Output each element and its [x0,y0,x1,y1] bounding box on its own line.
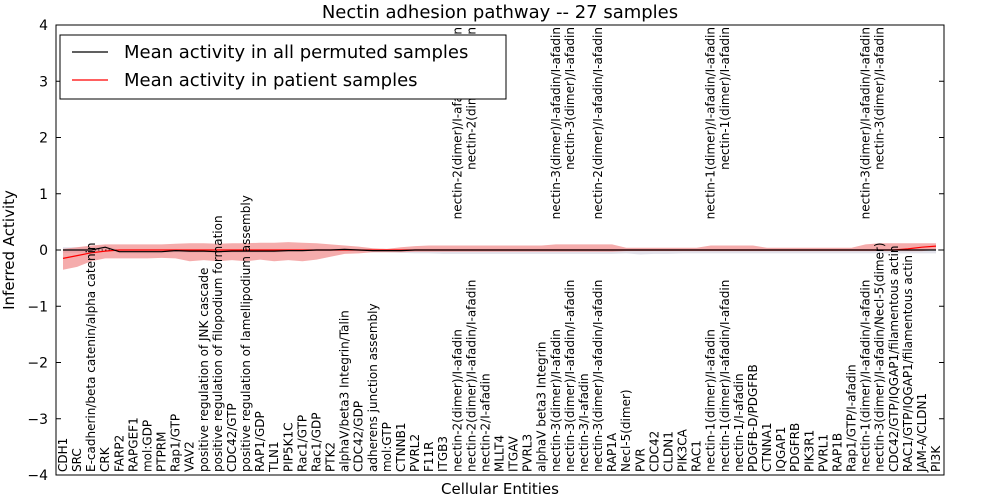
series-line-permuted [63,246,936,253]
x-tick-label: nectin-1(dimer)/I-afadin/I-afadin [859,280,873,472]
x-tick-label: positive regulation of lamellipodium ass… [239,195,253,472]
legend: Mean activity in all permuted samples Me… [59,34,507,100]
x-tick-label: nectin-3(dimer)/I-afadin/I-afadin [563,280,577,472]
x-tick-label: PVRL1 [816,434,830,472]
legend-box [59,34,507,100]
x-tick-label: CDH1 [56,438,70,472]
x-tick-label: RAP1/GDP [253,411,267,472]
y-axis: −4 −3 −2 −1 0 1 2 3 4 [27,18,944,484]
x-tick-label: CDC42 [647,431,661,472]
x-tick-label: Necl-5(dimer) [619,389,633,472]
x-tick-label: CLDN1 [661,431,675,472]
x-tick-label: IQGAP1 [774,427,788,472]
x-tick-label: MLLT4 [493,435,507,472]
x-tick-label: RAPGEF1 [126,417,140,472]
top-annotation-label: nectin-3(dimer)/I-afadin/I-afadin [859,27,873,219]
top-annotation-label: nectin-1(dimer)/I-afadin [718,27,732,170]
x-tick-label: Rac1/GDP [309,413,323,472]
x-tick-label: RAC1 [690,440,704,472]
legend-label-patient: Mean activity in patient samples [124,70,418,91]
x-tick-label: mol:GTP [380,422,394,472]
x-tick-label: CRK [98,446,112,472]
y-tick-label: −3 [27,412,48,428]
x-tick-label: RAP1B [830,433,844,472]
x-tick-label: Rap1/GTP/I-afadin [845,364,859,472]
x-tick-label: positive regulation of JNK cascade [197,268,211,472]
top-annotation-label: nectin-3(dimer)/I-afadin [563,27,577,170]
x-tick-label: nectin-1/I-afadin [732,373,746,472]
x-tick-label: PIP5K1C [281,422,295,472]
x-tick-label: nectin-3/I-afadin [577,373,591,472]
y-tick-label: 2 [39,131,48,147]
x-tick-label: alphaV beta3 Integrin [535,341,549,472]
series-lines [62,245,937,259]
x-tick-label: TLN1 [267,441,281,473]
x-tick-label: ITGAV [507,435,521,472]
x-tick-label: PIK3R1 [802,430,816,472]
top-annotation-label: nectin-2(dimer)/I-afadin/I-afadin [591,27,605,219]
y-tick-label: 3 [39,74,48,90]
y-tick-label: −4 [27,468,48,484]
x-axis-label: Cellular Entities [441,480,559,498]
x-tick-label: PI3K [929,445,943,472]
y-tick-label: −2 [27,356,48,372]
band-patient [63,242,936,270]
x-tick-label: PVRL2 [408,434,422,472]
x-tick-label: VAV2 [183,441,197,472]
x-tick-label: ITGB3 [436,436,450,472]
x-tick-label: RAC1/GTP/IQGAP1/filamentous actin [901,255,915,472]
x-tick-label: CDC42/GDP [352,401,366,472]
x-tick-label: PDGFB-D/PDGFRB [746,364,760,472]
x-tick-label: nectin-2(dimer)/I-afadin [450,329,464,472]
y-tick-label: 4 [39,18,48,34]
x-tick-label: alphaV/beta3 Integrin/Talin [338,310,352,472]
x-tick-label: PTPRM [155,432,169,473]
x-tick-label: nectin-3(dimer)/I-afadin/I-afadin [591,280,605,472]
x-tick-label: PDGFRB [788,423,802,472]
legend-label-permuted: Mean activity in all permuted samples [124,42,468,63]
x-tick-label: F11R [422,441,436,472]
x-tick-label: JAM-A/CLDN1 [915,393,929,473]
x-tick-label: SRC [70,448,84,472]
x-tick-label: PVR [633,448,647,472]
x-tick-label: Rap1/GTP [169,414,183,472]
y-tick-label: 1 [39,187,48,203]
x-tick-label: E-cadherin/beta catenin/alpha catenin [84,242,98,472]
x-tick-label: RAP1A [605,432,619,472]
x-tick-label: CTNNA1 [760,422,774,472]
x-tick-label: PTK2 [324,442,338,472]
x-tick-label: CTNNB1 [394,422,408,472]
top-annotation-label: nectin-1(dimer)/I-afadin/I-afadin [704,27,718,219]
x-tick-label: nectin-1(dimer)/I-afadin [704,329,718,472]
x-tick-label: PIK3CA [676,428,690,472]
x-tick-label: CDC42/GTP [225,403,239,472]
x-tick-label: Rac1/GTP [295,415,309,472]
x-tick-label: PVRL3 [521,434,535,472]
top-annotation-labels: nectin-2(dimer)/I-afadin/I-afadin nectin-… [450,27,886,219]
x-tick-label: nectin-2(dimer)/I-afadin/I-afadin [464,280,478,472]
x-tick-label: nectin-3(dimer)/I-afadin/Necl-5(dimer) [873,242,887,472]
y-tick-label: −1 [27,299,48,315]
top-annotation-label: nectin-3(dimer)/I-afadin/I-afadin [549,27,563,219]
chart-title: Nectin adhesion pathway -- 27 samples [322,2,678,23]
x-tick-label: positive regulation of filopodium format… [211,215,225,472]
y-axis-label: Inferred Activity [0,190,18,310]
y-tick-label: 0 [39,243,48,259]
x-tick-label: nectin-1(dimer)/I-afadin/I-afadin [718,280,732,472]
x-tick-label: CDC42/GTP/IQGAP1/filamentous actin [887,246,901,472]
x-tick-label: nectin-3(dimer)/I-afadin [549,329,563,472]
x-tick-label: nectin-2/I-afadin [478,373,492,472]
x-tick-label: mol:GDP [140,420,154,472]
x-tick-label: FARP2 [112,435,126,472]
top-annotation-label: nectin-3(dimer)/I-afadin [873,27,887,170]
x-tick-label: adherens junction assembly [366,303,380,472]
